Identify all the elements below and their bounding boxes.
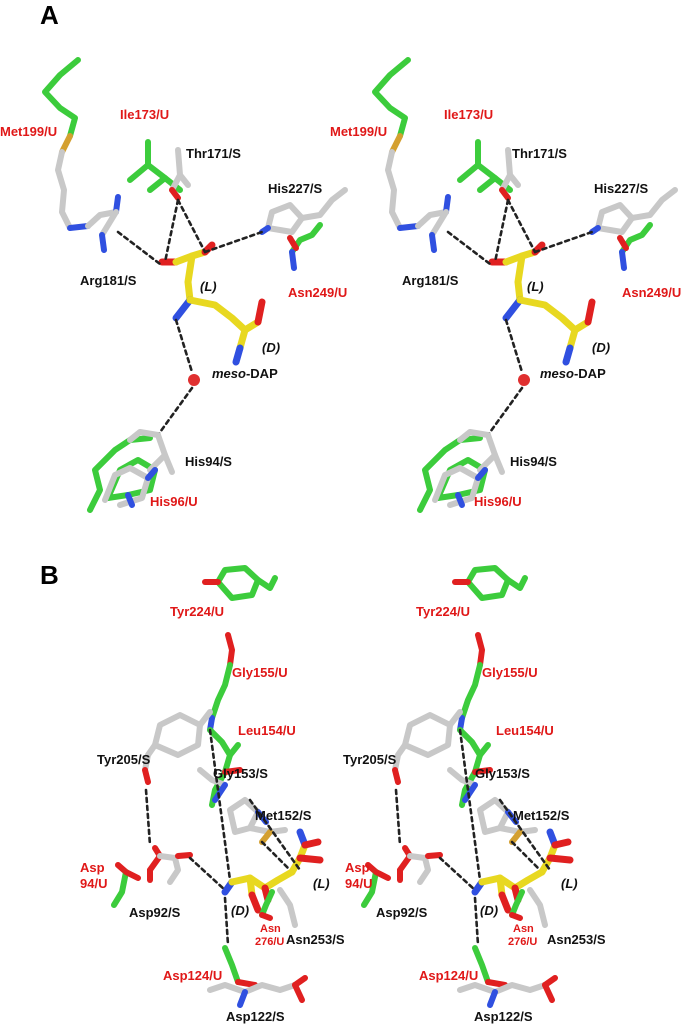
label-tyr205-s-right: Tyr205/S	[343, 752, 397, 767]
asn253-asn276-sidechains	[259, 887, 298, 928]
label-tyr205-s: Tyr205/S	[97, 752, 151, 767]
asp92-sidechain	[147, 845, 193, 885]
panel-a-structure	[42, 57, 348, 513]
label-asp92-s-right: Asp92/S	[376, 905, 428, 920]
label-met152-s: Met152/S	[255, 808, 312, 823]
label-tyr224-u-right: Tyr224/U	[416, 604, 470, 619]
panel-a-labels-left: Met199/U Ile173/U Thr171/S His227/S Arg1…	[0, 107, 347, 509]
label-asn276-u-line1: Asn	[260, 923, 281, 935]
label-his96-u-right: His96/U	[474, 494, 522, 509]
label-his94-s-right: His94/S	[510, 454, 557, 469]
label-his94-s: His94/S	[185, 454, 232, 469]
label-leu154-u-right: Leu154/U	[496, 723, 554, 738]
panel-b-labels-left: Tyr224/U Gly155/U Leu154/U Tyr205/S Gly1…	[80, 604, 345, 1024]
label-l-stereo-b-right: (L)	[561, 876, 578, 891]
label-l-stereo: (L)	[200, 279, 217, 294]
label-d-stereo-right: (D)	[592, 340, 610, 355]
label-his96-u: His96/U	[150, 494, 198, 509]
label-asp94-u-line2: 94/U	[80, 876, 107, 891]
label-gly155-u: Gly155/U	[232, 665, 288, 680]
asp124-asp122-sidechains	[207, 945, 308, 1008]
label-l-stereo-right: (L)	[527, 279, 544, 294]
label-arg181-s: Arg181/S	[80, 273, 137, 288]
label-l-stereo-b: (L)	[313, 876, 330, 891]
panel-b-structure	[111, 565, 324, 1008]
his227-ring	[259, 187, 348, 235]
ligand-b	[221, 828, 324, 914]
label-meso-dap-right: meso-DAP	[540, 366, 606, 381]
hydrogen-bonds-b	[144, 728, 302, 947]
label-his227-s: His227/S	[268, 181, 323, 196]
label-asn253-s: Asn253/S	[286, 932, 345, 947]
panel-b-labels-right: Tyr224/U Gly155/U Leu154/U Tyr205/S Gly1…	[343, 604, 606, 1024]
tyr205-ring	[142, 709, 213, 785]
label-leu154-u: Leu154/U	[238, 723, 296, 738]
label-gly153-s: Gly153/S	[213, 766, 268, 781]
panel-a-labels-right: Met199/U Ile173/U Thr171/S His227/S Arg1…	[330, 107, 681, 509]
label-asp94-u-line1-right: Asp	[345, 860, 370, 875]
label-meso-dap: meso-DAP	[212, 366, 278, 381]
label-ile173-u: Ile173/U	[120, 107, 169, 122]
label-his227-s-right: His227/S	[594, 181, 649, 196]
label-d-stereo-b-right: (D)	[480, 903, 498, 918]
label-thr171-s: Thr171/S	[186, 146, 241, 161]
label-thr171-s-right: Thr171/S	[512, 146, 567, 161]
tyr224-ring	[202, 565, 278, 601]
label-asn249-u-right: Asn249/U	[622, 285, 681, 300]
label-gly153-s-right: Gly153/S	[475, 766, 530, 781]
label-gly155-u-right: Gly155/U	[482, 665, 538, 680]
panel-letter-b: B	[40, 560, 59, 590]
label-asp122-s-right: Asp122/S	[474, 1009, 533, 1024]
hydrogen-bonds-a	[116, 198, 264, 437]
label-asp122-s: Asp122/S	[226, 1009, 285, 1024]
his94-his96-rings	[87, 429, 175, 513]
label-asp124-u: Asp124/U	[163, 968, 222, 983]
arg181-sidechain	[67, 194, 121, 253]
label-met199-u: Met199/U	[0, 124, 57, 139]
label-asp94-u-line2-right: 94/U	[345, 876, 372, 891]
label-d-stereo-b: (D)	[231, 903, 249, 918]
panel-letter-a: A	[40, 0, 59, 30]
label-ile173-u-right: Ile173/U	[444, 107, 493, 122]
label-asp124-u-right: Asp124/U	[419, 968, 478, 983]
label-asn276-u-line2-right: 276/U	[508, 936, 537, 948]
met199-sidechain	[42, 57, 81, 231]
panel-b-structure-right	[364, 568, 570, 1005]
meso-dap-ligand	[158, 241, 266, 366]
water-molecule	[188, 374, 200, 386]
label-asp94-u-line1: Asp	[80, 860, 105, 875]
asp94-sidechain	[111, 862, 141, 908]
label-met152-s-right: Met152/S	[513, 808, 570, 823]
label-asn276-u-line2: 276/U	[255, 936, 284, 948]
label-tyr224-u: Tyr224/U	[170, 604, 224, 619]
label-met199-u-right: Met199/U	[330, 124, 387, 139]
label-asp92-s: Asp92/S	[129, 905, 181, 920]
label-asn253-s-right: Asn253/S	[547, 932, 606, 947]
thr171-sidechain	[169, 147, 191, 201]
label-asn276-u-line1-right: Asn	[513, 923, 534, 935]
label-asn249-u: Asn249/U	[288, 285, 347, 300]
gly155-leu154-backbone	[207, 632, 243, 808]
asn249-sidechain	[287, 222, 323, 271]
label-d-stereo: (D)	[262, 340, 280, 355]
label-arg181-s-right: Arg181/S	[402, 273, 459, 288]
